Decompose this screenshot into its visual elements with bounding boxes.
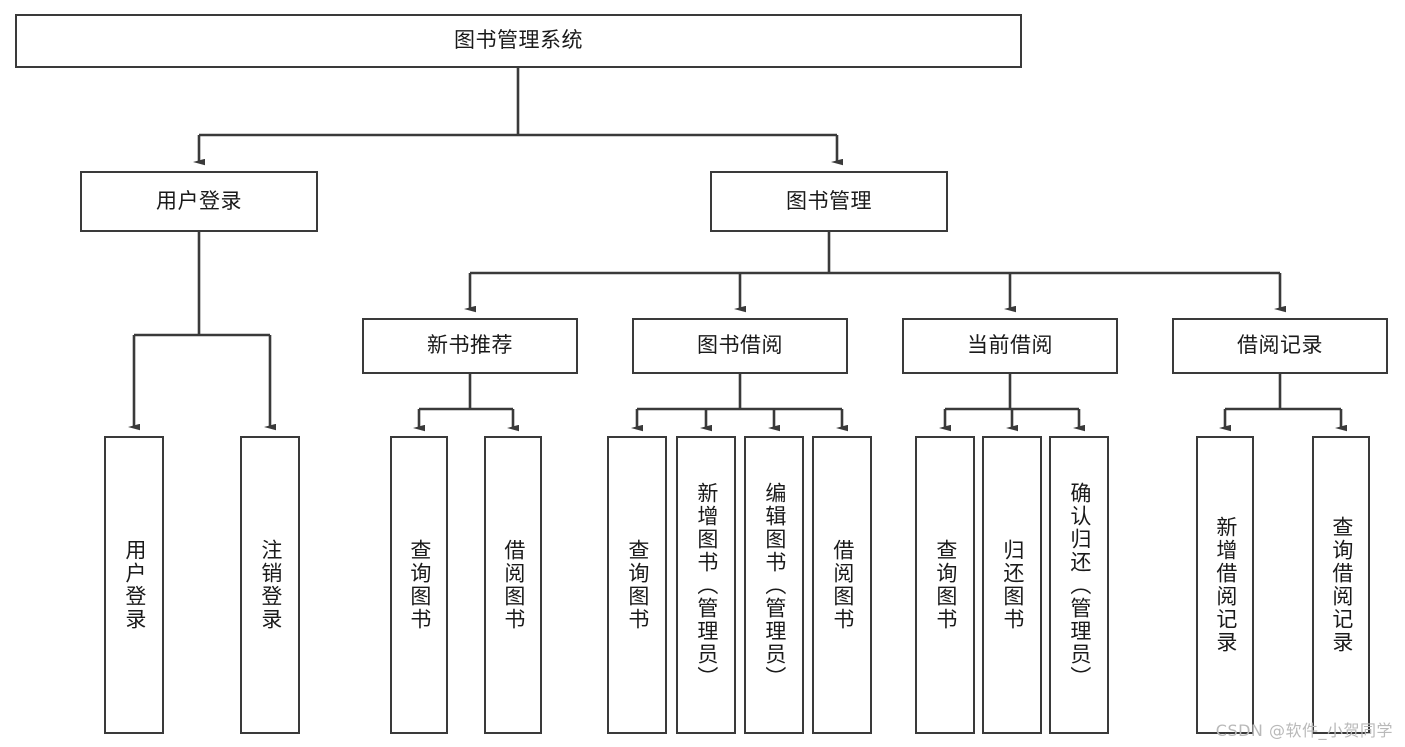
node-leaf-user-logout-label: 注销登录 [258, 539, 283, 631]
node-leaf-query-record[interactable]: 查询借阅记录 [1312, 436, 1370, 734]
node-current-borrow[interactable]: 当前借阅 [902, 318, 1118, 374]
node-leaf-add-record[interactable]: 新增借阅记录 [1196, 436, 1254, 734]
node-user-login-label: 用户登录 [156, 188, 242, 213]
node-leaf-borrow-book-rec[interactable]: 借阅图书 [484, 436, 542, 734]
node-leaf-borrow-book-rec-label: 借阅图书 [501, 539, 526, 631]
node-leaf-return-book-label: 归还图书 [1000, 539, 1025, 631]
node-current-borrow-label: 当前借阅 [967, 333, 1053, 358]
node-leaf-return-book[interactable]: 归还图书 [982, 436, 1042, 734]
node-leaf-add-book[interactable]: 新增图书（管理员） [676, 436, 736, 734]
node-leaf-query-record-label: 查询借阅记录 [1329, 516, 1354, 654]
node-leaf-user-login-label: 用户登录 [122, 539, 147, 631]
node-borrow-record[interactable]: 借阅记录 [1172, 318, 1388, 374]
node-leaf-query-book-current[interactable]: 查询图书 [915, 436, 975, 734]
node-leaf-edit-book[interactable]: 编辑图书（管理员） [744, 436, 804, 734]
node-leaf-borrow-book[interactable]: 借阅图书 [812, 436, 872, 734]
node-leaf-query-book-rec-label: 查询图书 [407, 539, 432, 631]
watermark: CSDN @软件_小贺同学 [1215, 721, 1393, 740]
node-book-manage-label: 图书管理 [786, 188, 872, 213]
node-leaf-user-logout[interactable]: 注销登录 [240, 436, 300, 734]
node-leaf-query-book-borrow-label: 查询图书 [625, 539, 650, 631]
node-root[interactable]: 图书管理系统 [15, 14, 1022, 68]
node-root-label: 图书管理系统 [454, 28, 583, 53]
node-leaf-confirm-return-label: 确认归还（管理员） [1067, 481, 1092, 689]
node-borrow-record-label: 借阅记录 [1237, 333, 1323, 358]
node-leaf-edit-book-label: 编辑图书（管理员） [762, 481, 787, 689]
node-book-borrow-label: 图书借阅 [697, 333, 783, 358]
node-leaf-confirm-return[interactable]: 确认归还（管理员） [1049, 436, 1109, 734]
node-book-manage[interactable]: 图书管理 [710, 171, 948, 232]
node-leaf-query-book-borrow[interactable]: 查询图书 [607, 436, 667, 734]
node-leaf-query-book-rec[interactable]: 查询图书 [390, 436, 448, 734]
node-book-borrow[interactable]: 图书借阅 [632, 318, 848, 374]
node-leaf-borrow-book-label: 借阅图书 [830, 539, 855, 631]
node-leaf-query-book-current-label: 查询图书 [933, 539, 958, 631]
node-new-book-rec[interactable]: 新书推荐 [362, 318, 578, 374]
node-leaf-add-book-label: 新增图书（管理员） [694, 481, 719, 689]
node-leaf-user-login[interactable]: 用户登录 [104, 436, 164, 734]
node-user-login[interactable]: 用户登录 [80, 171, 318, 232]
node-leaf-add-record-label: 新增借阅记录 [1213, 516, 1238, 654]
node-new-book-rec-label: 新书推荐 [427, 333, 513, 358]
